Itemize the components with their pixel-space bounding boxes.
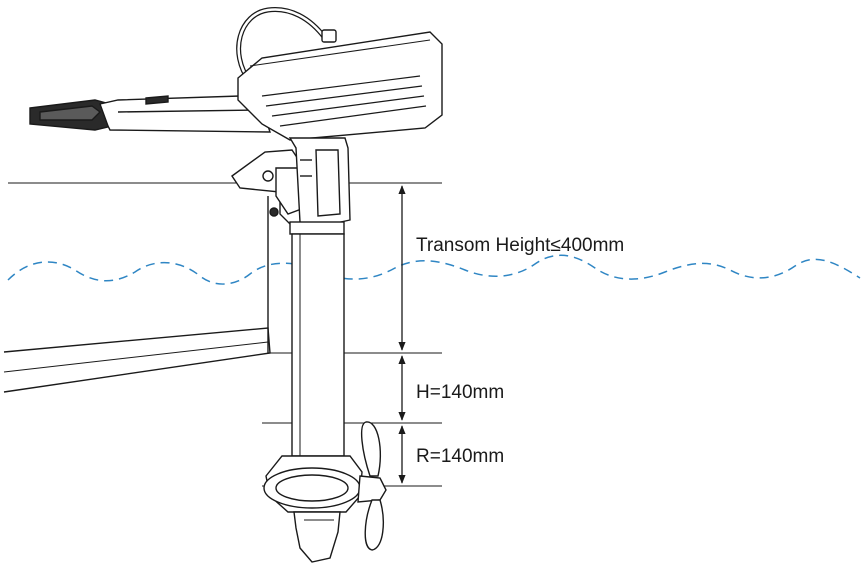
tiller-handle	[29, 95, 271, 133]
h-depth-label: H=140mm	[416, 382, 504, 403]
clamp-bracket	[231, 149, 313, 227]
transom-height-label: Transom Height≤400mm	[416, 235, 624, 256]
lower-unit	[263, 455, 387, 563]
outboard-motor	[29, 7, 443, 563]
motor-head	[237, 29, 443, 141]
boat-hull	[3, 196, 271, 393]
hull-bottom	[3, 327, 271, 393]
skeg	[293, 511, 341, 563]
water-surface	[7, 254, 861, 285]
motor-shaft	[289, 221, 345, 457]
r-depth-label: R=140mm	[416, 446, 504, 467]
propeller	[360, 421, 384, 551]
swivel-mount	[288, 137, 351, 227]
hull-inner-line	[3, 341, 269, 373]
